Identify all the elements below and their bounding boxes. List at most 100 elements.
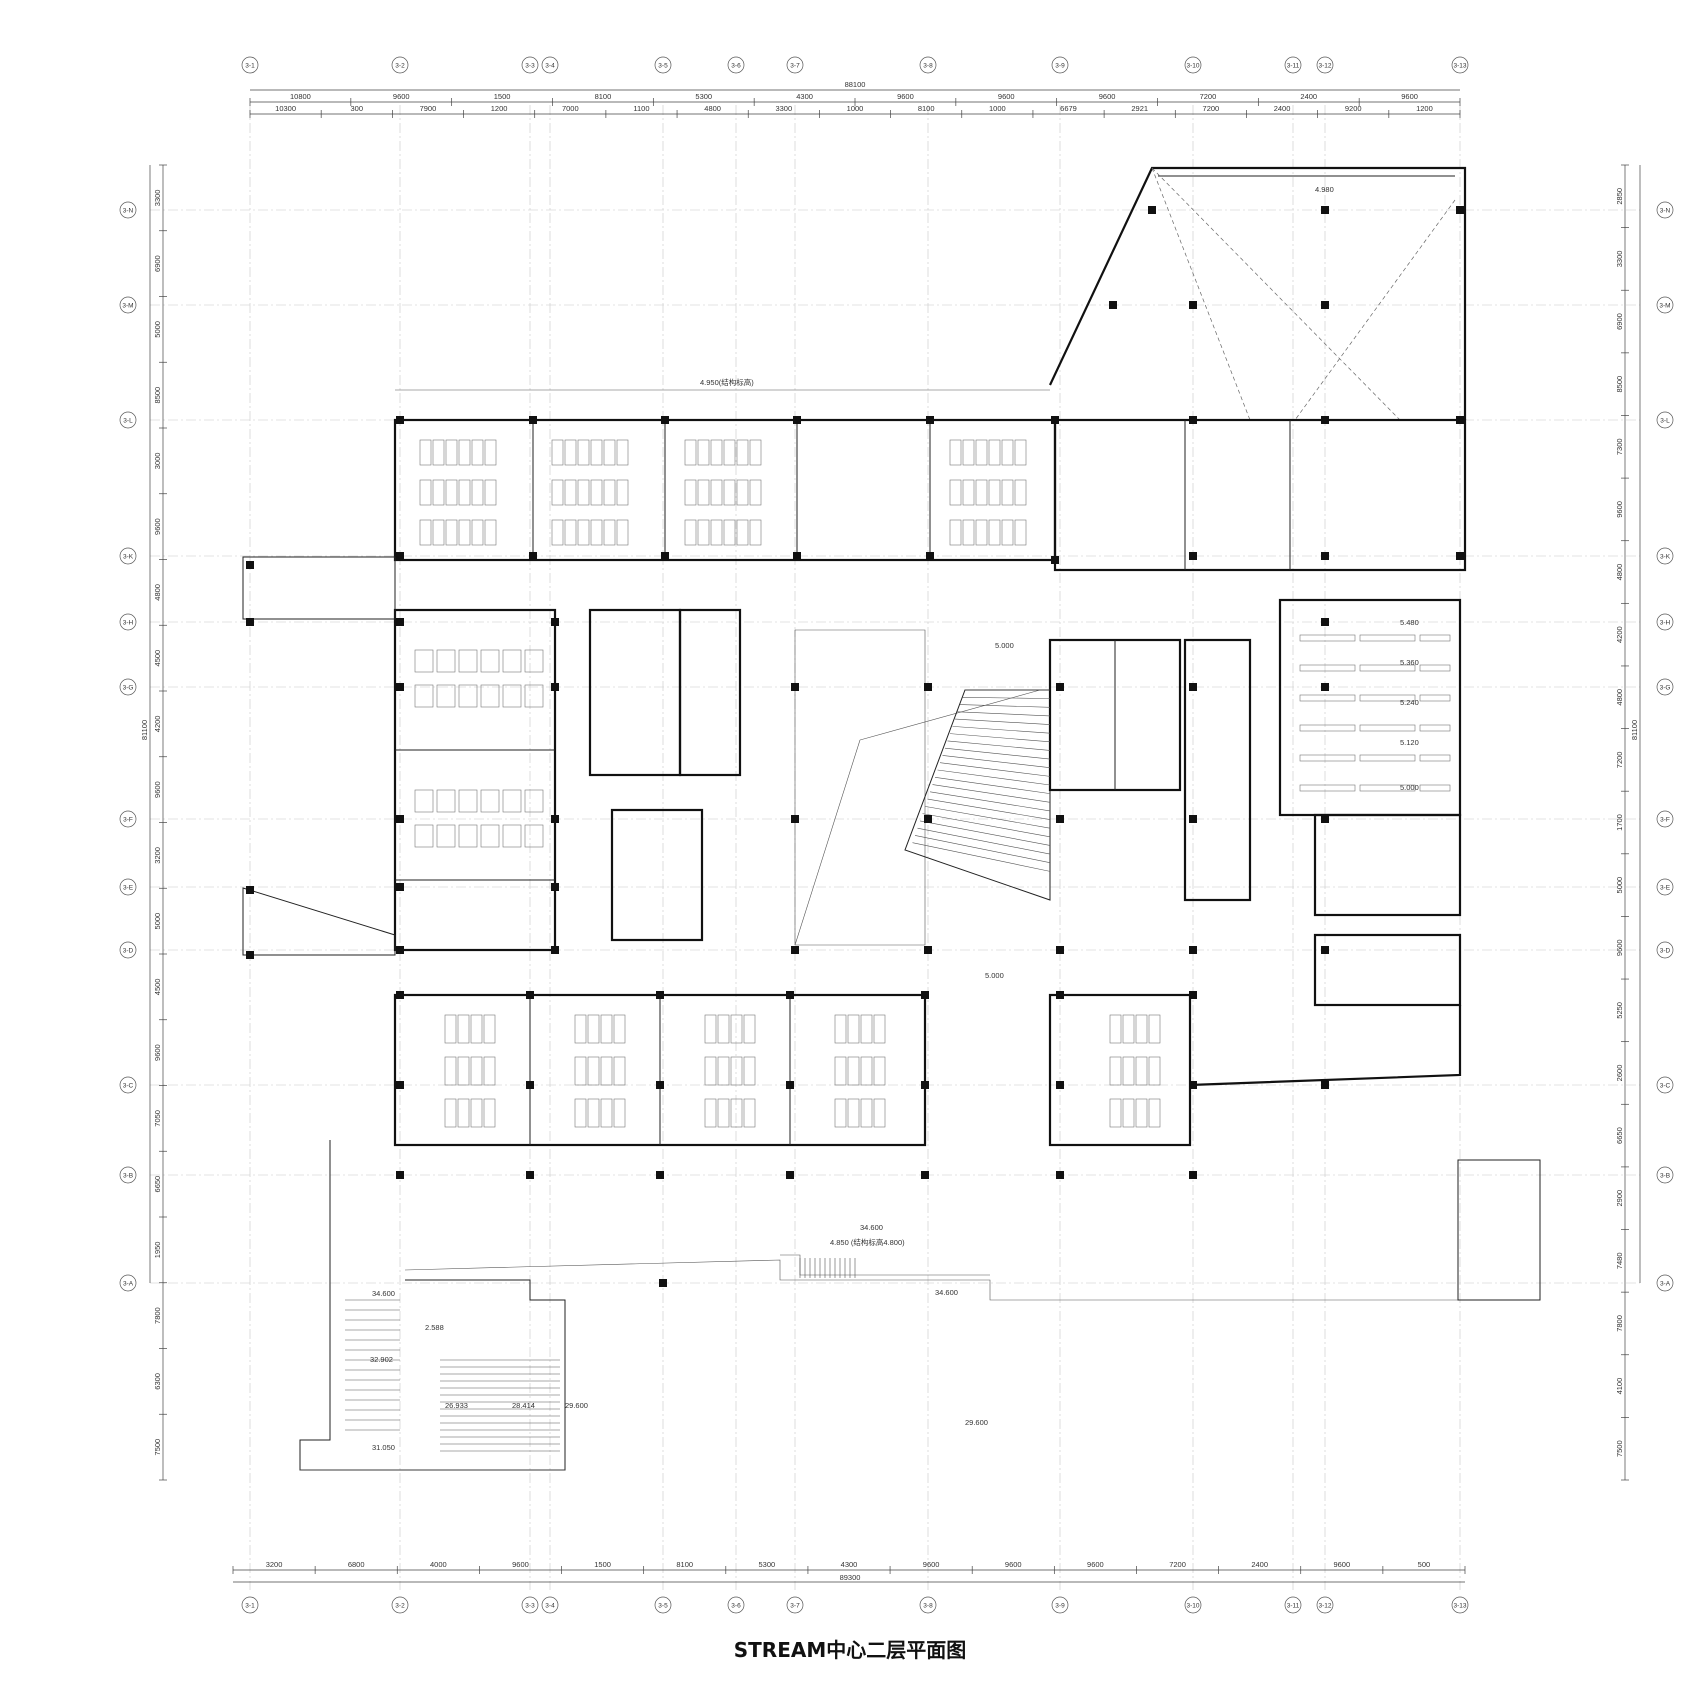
desk — [603, 439, 616, 466]
level-deck-b: 4.850 (结构标高4.800) — [830, 1237, 905, 1247]
dim-left-label: 6300 — [153, 1373, 162, 1390]
dim-bottom-label: 3200 — [266, 1560, 283, 1569]
level-ne-wing: 4.980 — [1315, 185, 1334, 194]
desk — [1148, 1098, 1161, 1128]
grid-bubble-label: 3-11 — [1287, 63, 1300, 70]
grid-bubble — [241, 1596, 259, 1614]
grid-bubble — [1451, 56, 1469, 74]
column — [551, 683, 559, 691]
grid-bubble — [1316, 1596, 1334, 1614]
column — [529, 416, 537, 424]
dim-right-label: 7480 — [1615, 1252, 1624, 1269]
grid-bubble — [541, 1596, 559, 1614]
grid-bubble — [241, 56, 259, 74]
level-lecture-5: 5.000 — [1400, 783, 1419, 792]
lecture-bench — [1419, 694, 1451, 702]
column — [659, 1279, 667, 1287]
desk — [834, 1014, 847, 1044]
desk — [613, 1056, 626, 1086]
grid-bubble-label: 3-4 — [545, 63, 555, 70]
desk — [480, 684, 500, 708]
grid-bubble-label: 3-10 — [1186, 63, 1199, 70]
desk — [684, 479, 697, 506]
desk — [873, 1098, 886, 1128]
dim-top-row2-label: 1000 — [847, 104, 864, 113]
desk — [414, 789, 434, 813]
column — [1321, 416, 1329, 424]
dim-top-row1-label: 1500 — [494, 92, 511, 101]
desk — [414, 649, 434, 673]
grid-bubble-label: 3-F — [123, 817, 133, 824]
column — [791, 815, 799, 823]
column — [1148, 206, 1156, 214]
dim-left-total: 81100 — [140, 720, 149, 740]
grid-bubble-label: 3-H — [123, 620, 134, 627]
desk — [697, 519, 710, 546]
desk — [1014, 519, 1027, 546]
desk — [717, 1014, 730, 1044]
stair-tread — [914, 835, 1051, 864]
grid-bubble — [1284, 56, 1302, 74]
column — [396, 1081, 404, 1089]
grid-bubble-label: 3-D — [123, 948, 134, 955]
level-stair-e: 28.414 — [512, 1401, 535, 1410]
grid-bubble-label: 3-L — [123, 418, 133, 425]
stair-tread — [962, 696, 1051, 699]
desk — [470, 1098, 483, 1128]
dim-left-label: 5000 — [153, 913, 162, 930]
grid-bubble — [119, 1166, 137, 1184]
grid-bubble-label: 3-B — [1660, 1173, 1670, 1180]
grid-bubble-label: 3-8 — [923, 63, 933, 70]
grid-bubble-label: 3-K — [1660, 554, 1671, 561]
desk — [847, 1056, 860, 1086]
dim-right-label: 5000 — [1615, 877, 1624, 894]
dim-left-label: 3300 — [153, 190, 162, 207]
column — [786, 991, 794, 999]
grid-bubble-label: 3-12 — [1318, 63, 1331, 70]
column — [1189, 683, 1197, 691]
dim-bottom-label: 9600 — [923, 1560, 940, 1569]
desk — [564, 439, 577, 466]
desk — [436, 789, 456, 813]
grid-bubble-label: 3-9 — [1055, 63, 1065, 70]
column — [551, 946, 559, 954]
desk — [436, 684, 456, 708]
grid-bubble — [1316, 56, 1334, 74]
dim-bottom-label: 5300 — [759, 1560, 776, 1569]
grid-bubble-label: 3-B — [123, 1173, 133, 1180]
stair-tread — [922, 813, 1051, 838]
desk — [574, 1098, 587, 1128]
level-plaza: 29.600 — [965, 1418, 988, 1427]
grid-bubble — [1051, 56, 1069, 74]
dim-top-row1-label: 9600 — [998, 92, 1015, 101]
stair-tread — [952, 726, 1051, 734]
dim-left-label: 9600 — [153, 518, 162, 535]
desk — [574, 1014, 587, 1044]
lecture-bench — [1299, 724, 1356, 732]
stair-tread — [939, 762, 1051, 777]
grid-bubble — [654, 1596, 672, 1614]
desk — [432, 439, 445, 466]
desk — [1148, 1014, 1161, 1044]
grid-bubble — [1656, 201, 1674, 219]
desk — [436, 824, 456, 848]
column — [396, 815, 404, 823]
grid-bubble — [391, 1596, 409, 1614]
column — [1056, 815, 1064, 823]
level-deck-a: 34.600 — [860, 1223, 883, 1232]
grid-bubble-label: 3-10 — [1186, 1603, 1199, 1610]
desk — [483, 1098, 496, 1128]
column — [246, 951, 254, 959]
desk — [603, 519, 616, 546]
desk — [1014, 479, 1027, 506]
desk — [873, 1014, 886, 1044]
dim-right-label: 5250 — [1615, 1002, 1624, 1019]
desk — [577, 519, 590, 546]
column — [924, 683, 932, 691]
dim-top-row2-label: 1100 — [633, 104, 649, 113]
column — [1189, 416, 1197, 424]
dim-right-label: 7500 — [1615, 1440, 1624, 1457]
column — [656, 991, 664, 999]
dim-bottom-total: 89300 — [840, 1573, 861, 1582]
dim-right-label: 2600 — [1615, 1065, 1624, 1082]
